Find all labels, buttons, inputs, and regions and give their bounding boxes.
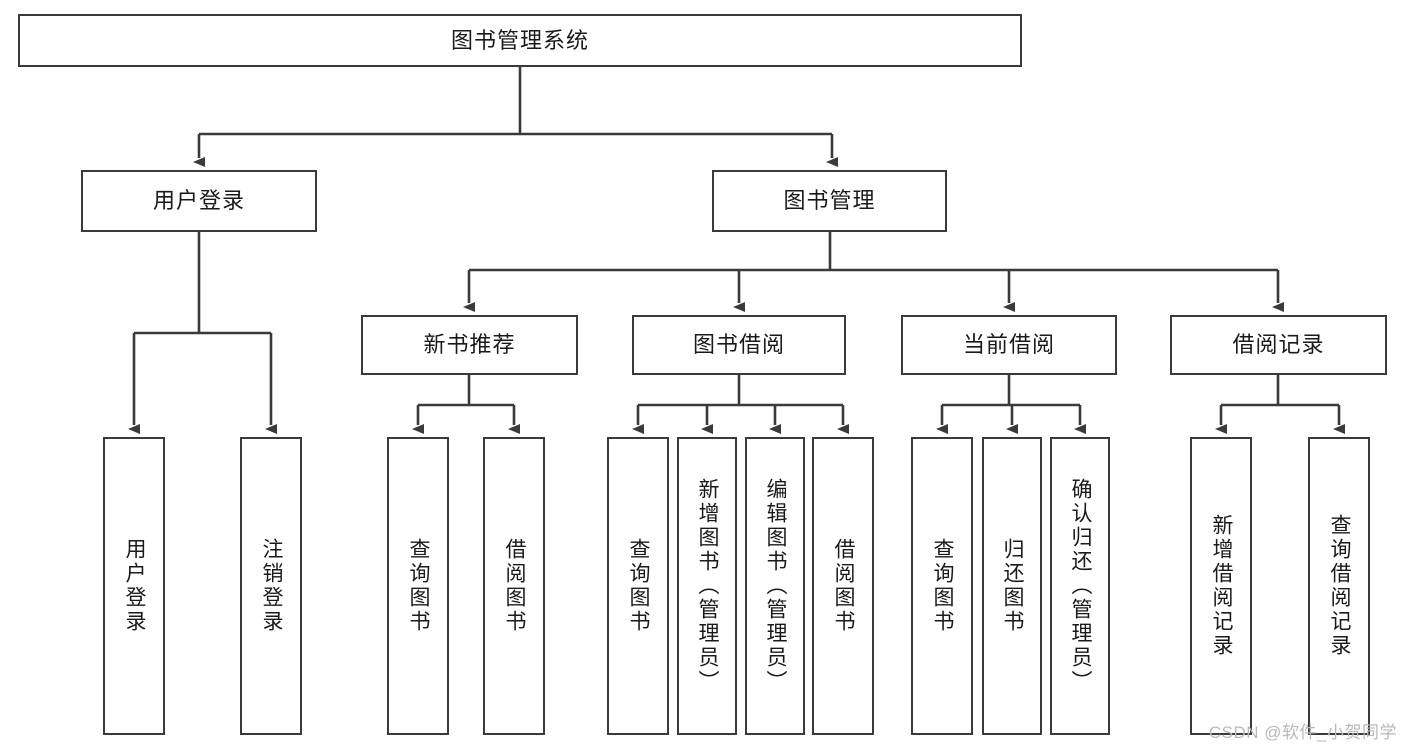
- node-label: 图书管理: [783, 188, 876, 214]
- node-label: 借阅图书: [503, 538, 527, 634]
- node-label: 编辑图书（管理员）: [764, 478, 788, 694]
- node-leaf[interactable]: 新增借阅记录: [1190, 437, 1252, 735]
- node-label: 新增借阅记录: [1210, 514, 1234, 658]
- node-leaf[interactable]: 借阅图书: [812, 437, 874, 735]
- node-label: 查询借阅记录: [1328, 514, 1352, 658]
- node-root[interactable]: 图书管理系统: [18, 14, 1022, 67]
- node-label: 查询图书: [407, 538, 431, 634]
- node-leaf[interactable]: 新增图书（管理员）: [677, 437, 737, 735]
- node-leaf[interactable]: 查询图书: [607, 437, 669, 735]
- node-label: 确认归还（管理员）: [1069, 478, 1093, 694]
- node-label: 新书推荐: [423, 332, 516, 358]
- node-leaf[interactable]: 确认归还（管理员）: [1050, 437, 1110, 735]
- node-label: 归还图书: [1001, 538, 1025, 634]
- node-label: 用户登录: [123, 538, 147, 634]
- node-label: 查询图书: [931, 538, 955, 634]
- node-label: 借阅图书: [832, 538, 856, 634]
- node-label: 图书管理系统: [450, 27, 589, 53]
- node-label: 注销登录: [260, 538, 284, 634]
- node-leaf[interactable]: 查询图书: [911, 437, 973, 735]
- node-level2-book-management[interactable]: 图书管理: [712, 170, 947, 232]
- node-label: 查询图书: [627, 538, 651, 634]
- node-leaf[interactable]: 注销登录: [240, 437, 302, 735]
- node-label: 借阅记录: [1232, 332, 1325, 358]
- node-leaf[interactable]: 归还图书: [982, 437, 1042, 735]
- node-level3-new-book-recommend[interactable]: 新书推荐: [361, 315, 578, 375]
- node-label: 新增图书（管理员）: [696, 478, 720, 694]
- node-level2-user-login[interactable]: 用户登录: [81, 170, 317, 232]
- node-level3-book-borrow[interactable]: 图书借阅: [632, 315, 846, 375]
- node-leaf[interactable]: 借阅图书: [483, 437, 545, 735]
- node-level3-current-borrow[interactable]: 当前借阅: [901, 315, 1117, 375]
- node-leaf[interactable]: 查询借阅记录: [1308, 437, 1370, 735]
- watermark: CSDN @软件_小贺同学: [1208, 723, 1397, 742]
- node-label: 当前借阅: [962, 332, 1055, 358]
- node-leaf[interactable]: 查询图书: [387, 437, 449, 735]
- node-label: 用户登录: [152, 188, 245, 214]
- node-level3-borrow-record[interactable]: 借阅记录: [1170, 315, 1387, 375]
- node-leaf[interactable]: 用户登录: [103, 437, 165, 735]
- node-leaf[interactable]: 编辑图书（管理员）: [745, 437, 805, 735]
- node-label: 图书借阅: [692, 332, 785, 358]
